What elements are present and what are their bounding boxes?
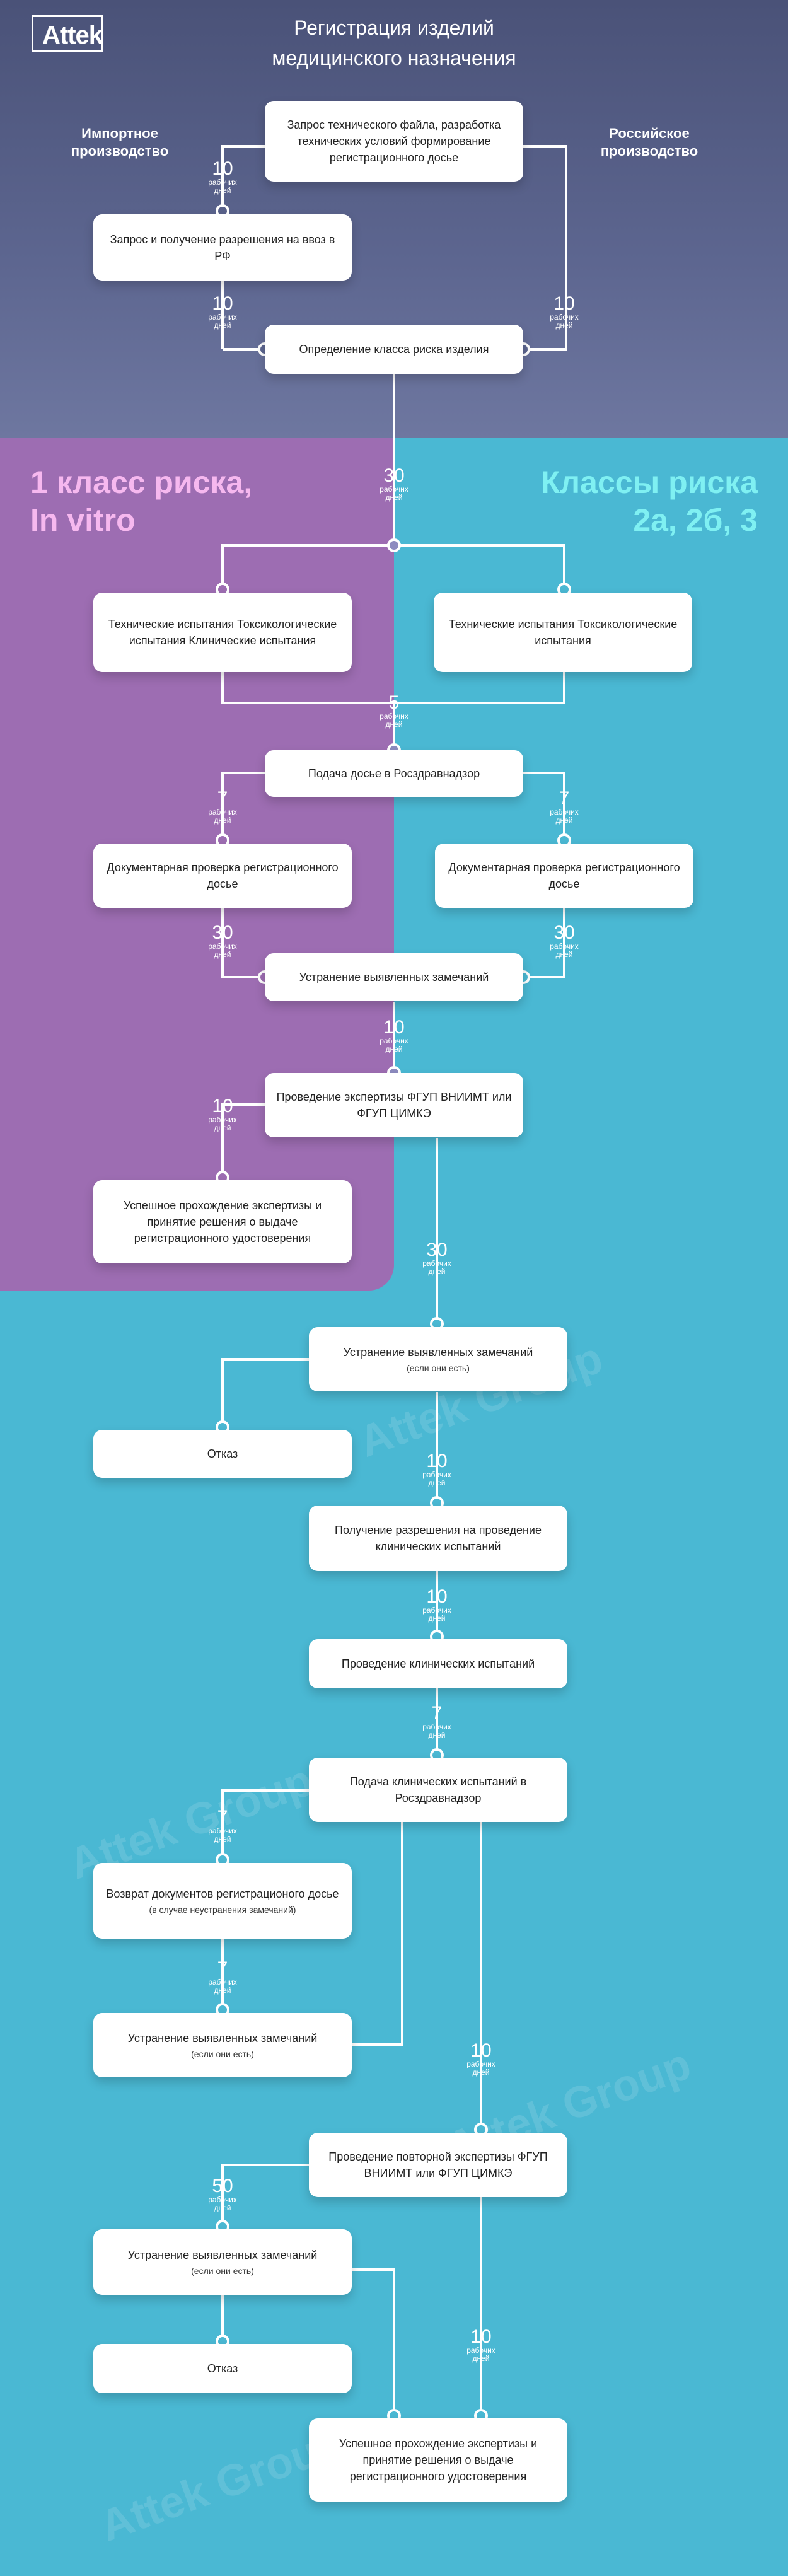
step-submit-dossier: Подача досье в Росздравнадзор [265, 750, 523, 797]
step-doc-check-1: Документарная проверка регистрационного … [93, 844, 352, 908]
step-tests-class1: Технические испытания Токсикологические … [93, 593, 352, 672]
step-clinical-permit: Получение разрешения на проведение клини… [309, 1506, 567, 1571]
step-expertise: Проведение экспертизы ФГУП ВНИИМТ или ФГ… [265, 1073, 523, 1137]
russian-label: Российское производство [600, 125, 698, 159]
step-fix-remarks-2: Устранение выявленных замечаний(если они… [309, 1327, 567, 1391]
import-label: Импортное производство [71, 125, 169, 159]
step-import-permit: Запрос и получение разрешения на ввоз в … [93, 214, 352, 281]
step-success-class1: Успешное прохождение экспертизы и принят… [93, 1180, 352, 1263]
page-title: Регистрация изделий медицинского назначе… [272, 16, 516, 69]
step-submit-clinical: Подача клинических испытаний в Росздравн… [309, 1758, 567, 1822]
step-success-final: Успешное прохождение экспертизы и принят… [309, 2418, 567, 2502]
step-repeat-expertise: Проведение повторной экспертизы ФГУП ВНИ… [309, 2133, 567, 2197]
step-fix-remarks-4: Устранение выявленных замечаний(если они… [93, 2229, 352, 2295]
attek-logo: Attek [32, 15, 103, 52]
step-doc-check-2: Документарная проверка регистрационного … [435, 844, 693, 908]
step-fix-remarks-3: Устранение выявленных замечаний(если они… [93, 2013, 352, 2077]
class1-title: 1 класс риска, In vitro [30, 465, 253, 538]
class2-title: Классы риска 2а, 2б, 3 [540, 465, 758, 538]
step-tech-file: Запрос технического файла, разработка те… [265, 101, 523, 182]
step-tests-class2: Технические испытания Токсикологические … [434, 593, 692, 672]
step-fix-remarks: Устранение выявленных замечаний [265, 953, 523, 1001]
step-refusal-2: Отказ [93, 2344, 352, 2393]
step-return-docs: Возврат документов регистрационого досье… [93, 1863, 352, 1939]
step-clinical-trials: Проведение клинических испытаний [309, 1639, 567, 1688]
step-risk-class: Определение класса риска изделия [265, 325, 523, 374]
step-refusal-1: Отказ [93, 1430, 352, 1478]
